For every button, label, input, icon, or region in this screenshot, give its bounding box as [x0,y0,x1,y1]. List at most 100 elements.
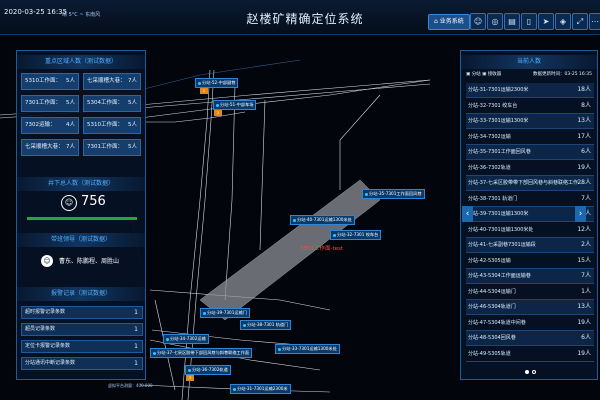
station-count: 1人 [581,287,591,295]
business-system-button[interactable]: ⌂ 业务系统 [428,14,470,30]
station-name: 分站-34-7302运输 [468,133,511,140]
pager-dot-icon[interactable] [532,370,536,374]
chevron-left-icon[interactable]: ‹ [462,206,473,222]
send-icon[interactable]: ➤ [538,13,554,30]
station-dot-icon [166,337,169,341]
station-dot-icon [216,103,219,107]
downhole-progress-bar [27,217,137,220]
chevron-right-icon[interactable]: › [575,206,586,222]
map-station-32[interactable]: 分站-32-7301 绞车台 [330,230,382,240]
area-cell[interactable]: 5304工作面：5人 [83,95,141,112]
weather-info: 晴 5°C ~ 东南风 [62,12,101,18]
expand-icon[interactable]: ⤢ [572,13,588,30]
station-count: 13人 [577,303,591,310]
station-count: 7人 [581,272,591,279]
top-bar: 2020-03-25 16:35 晴 5°C ~ 东南风 赵楼矿精确定位系统 ⌂… [0,0,600,35]
station-count: 13人 [577,117,591,124]
area-cell[interactable]: 七采顺槽大巷：7人 [83,73,141,90]
left-panel: 重点区域人数（测试数据） 5310工作面：5人 七采顺槽大巷：7人 7301工作… [16,50,146,380]
station-list-row[interactable]: 分站-40-7301运输1300米处 12人 [466,223,594,238]
station-name: 分站-48-5304回风巷 [468,335,516,341]
phone-icon[interactable]: ▯ [521,13,537,30]
map-station-52[interactable]: 分站-52-中部副巷 [195,78,239,88]
station-dot-icon [188,368,191,372]
map-station-51[interactable]: 分站-51-中部车场 [213,100,257,110]
station-count: 28人 [577,179,591,186]
legend-row: ▣ 分站 ▣ 接收器 数据更新时间：03-25 16:35 [466,72,592,77]
map-station-34[interactable]: 分站-34-7302运输 [163,334,209,344]
station-count: 2人 [581,241,591,248]
station-dot-icon [153,351,156,355]
station-name: 分站-36-7302轨道 [468,164,511,171]
map-station-33[interactable]: 分站-33-7301运输1300米处 [275,344,340,354]
downhole-count: 756 [81,194,106,209]
more-icon[interactable]: ⋯ [589,13,600,30]
map-station-36[interactable]: 分站-36-7302轨道 [185,365,231,375]
current-count-header: 当前人数 [461,55,597,69]
map-tag: 2 [214,110,222,116]
alarm-header: 报警记录（测试数据） [17,287,145,301]
station-list-row[interactable]: 分站-33-7301运输1300米 13人 [466,114,594,129]
area-cell[interactable]: 七采顺槽大巷：7人 [21,139,79,156]
station-name: 分站-40-7301运输1300米处 [468,226,534,233]
work-face-label: 7301工作面-test [300,246,344,252]
person-icon[interactable]: ☺ [470,13,486,30]
document-icon[interactable]: ▤ [504,13,520,30]
station-count: 15人 [577,256,591,264]
layers-icon[interactable]: ◈ [555,13,571,30]
datetime: 2020-03-25 16:35 [4,8,68,16]
station-name: 分站-31-7301运输2300米 [468,87,529,93]
station-list-row[interactable]: 分站-44-5304运输门 1人 [466,285,594,300]
leader-names: 曹东、陈鹏程、周胜山 [59,258,120,265]
page-title: 赵楼矿精确定位系统 [246,12,364,26]
area-cell[interactable]: 7301工作面：5人 [83,139,141,156]
map-station-38[interactable]: 分站-38-7301 轨道门 [240,320,292,330]
station-list-row[interactable]: 分站-43-5304工作面运输巷 7人 [466,269,594,284]
station-dot-icon [333,233,336,237]
station-dot-icon [203,311,206,315]
station-name: 分站-41-七采副巷7301运输段 [468,242,536,248]
home-icon: ⌂ [434,18,440,25]
area-cell[interactable]: 5310工作面：5人 [21,73,79,90]
area-cell[interactable]: 7301工作面：5人 [21,95,79,112]
station-name: 分站-33-7301运输1300米 [468,118,529,124]
people-group-icon: ☺ [61,195,77,211]
map-station-39[interactable]: 分站-39-7301运输门 [200,308,250,318]
station-legend-icon: ▣ [466,72,472,77]
pager-dot-active-icon[interactable] [525,370,529,374]
station-list-row[interactable]: 分站-41-七采副巷7301运输段 2人 [466,238,594,253]
area-cell[interactable]: 5310工作面：5人 [83,117,141,134]
station-dot-icon [365,192,368,196]
station-name: 分站-44-5304运输门 [468,288,516,295]
station-list-row[interactable]: 分站-42-5305运输 15人 [466,254,594,269]
station-name: 分站-37-七采区胶带带下部回风巷与斜巷联络工作... [468,180,583,186]
map-station-40[interactable]: 分站-40-7301运输1300米处 [290,215,355,225]
station-name: 分站-42-5305运输 [468,257,511,264]
map-station-31[interactable]: 分站-31-7301运输2300米 [230,384,291,394]
station-name: 分站-38-7301 轨道门 [468,195,518,202]
station-name: 分站-43-5304工作面运输巷 [468,273,531,279]
station-list-row[interactable]: 分站-37-七采区胶带带下部回风巷与斜巷联络工作...28人 [466,176,594,191]
station-name: 分站-49-5305轨道 [468,350,511,357]
area-cell[interactable]: 7302运输：4人 [21,117,79,134]
map-station-35[interactable]: 分站-35-7301工作面回风巷 [362,189,425,199]
area-count-header: 重点区域人数（测试数据） [17,55,145,69]
location-icon[interactable]: ◎ [487,13,503,30]
station-count: 12人 [577,225,591,233]
map-scale-note: 虚拟平台测量：400.000 [108,383,153,388]
map-station-37[interactable]: 分站-37-七采区胶带下部回风巷与斜巷联络工作面 [150,348,253,358]
